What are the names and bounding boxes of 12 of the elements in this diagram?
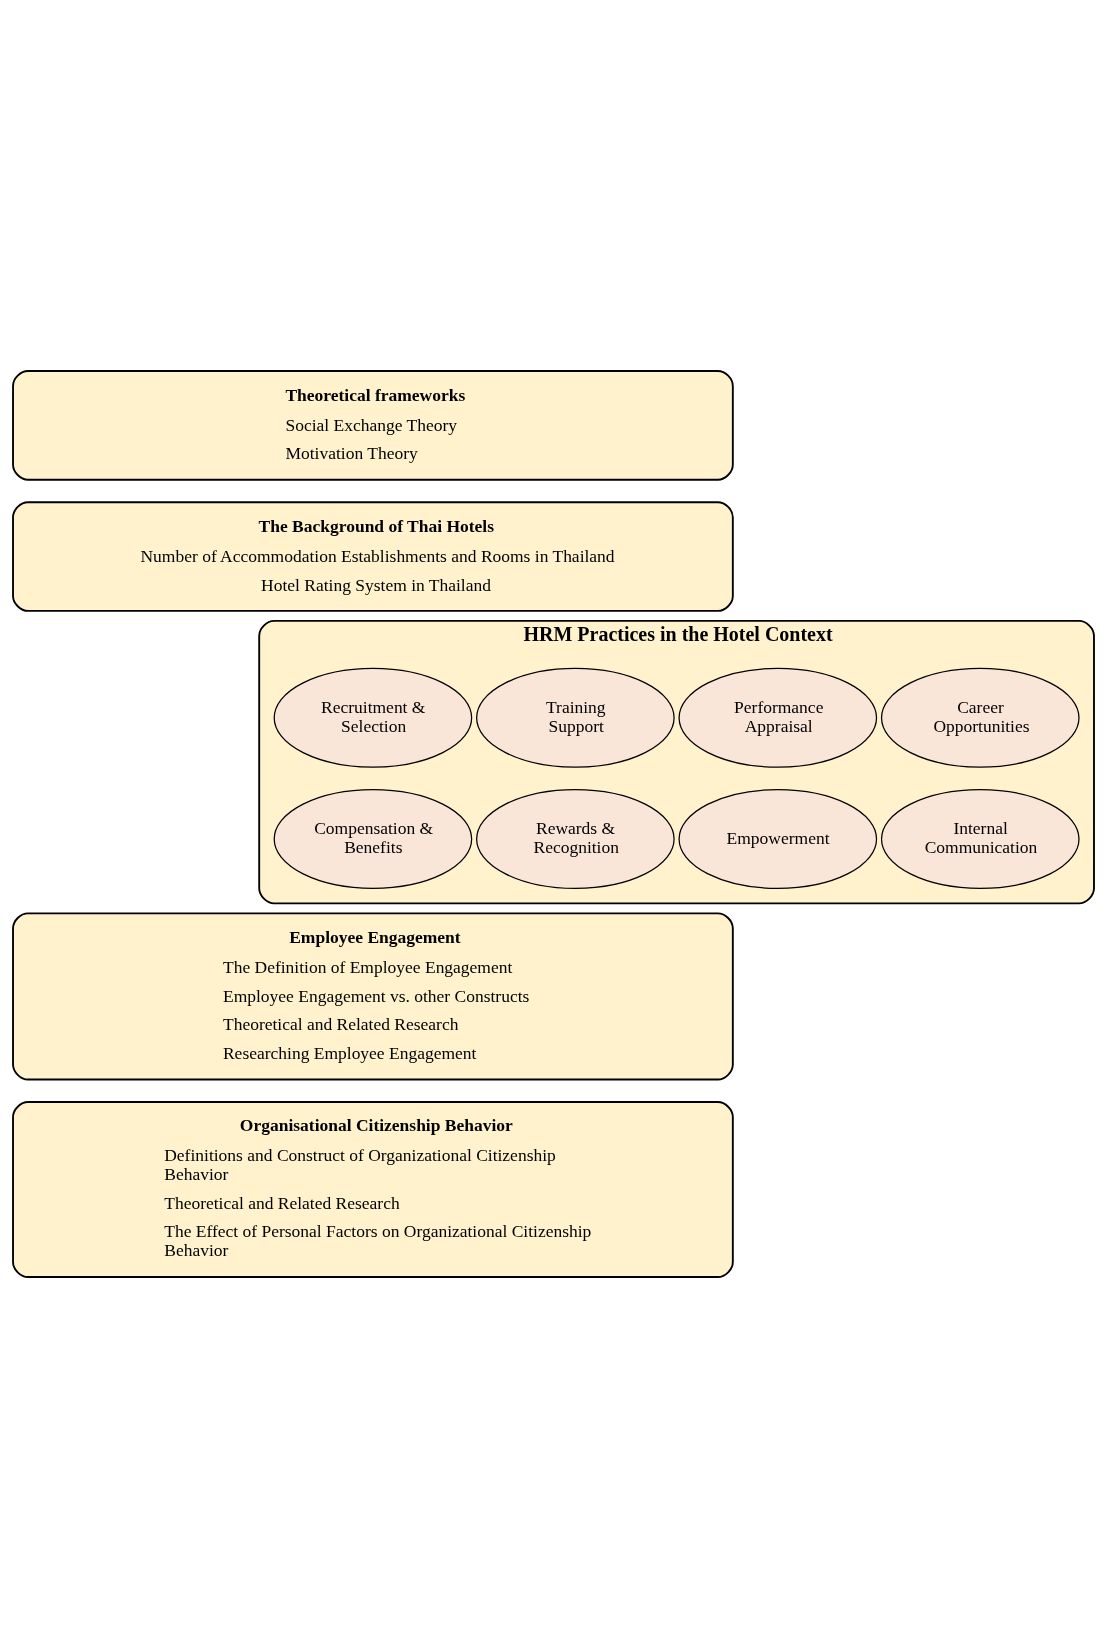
node-ellipse: Performance Appraisal <box>678 667 878 768</box>
node-box: The Background of Thai Hotels Number of Accommodation Establishments and Rooms in Thailand Hotel Rating System in Thailand <box>12 500 734 612</box>
node-ellipse: Empowerment <box>678 788 878 889</box>
node-ellipse: Compensation & Benefits <box>273 788 473 889</box>
node-box: Organisational Citizenship Behavior Definitions and Construct of Organizational Citizenship Behavior Theoretical and Related Research The Effect of Personal Factors on Organizational Citizenship Behavior <box>12 1100 734 1278</box>
node-box: Employee Engagement The Definition of Employee Engagement Employee Engagement vs. other Constructs Theoretical and Related Research Researching Employee Engagement <box>12 911 734 1080</box>
node-box: Theoretical frameworks Social Exchange Theory Motivation Theory <box>12 369 734 481</box>
node-ellipse: Rewards & Recognition <box>476 788 675 889</box>
node-ellipse: Training Support <box>476 667 675 768</box>
node-ellipse: Internal Communication <box>880 788 1080 889</box>
node-ellipse: Career Opportunities <box>880 667 1080 768</box>
node-ellipse: Recruitment & Selection <box>273 667 473 768</box>
